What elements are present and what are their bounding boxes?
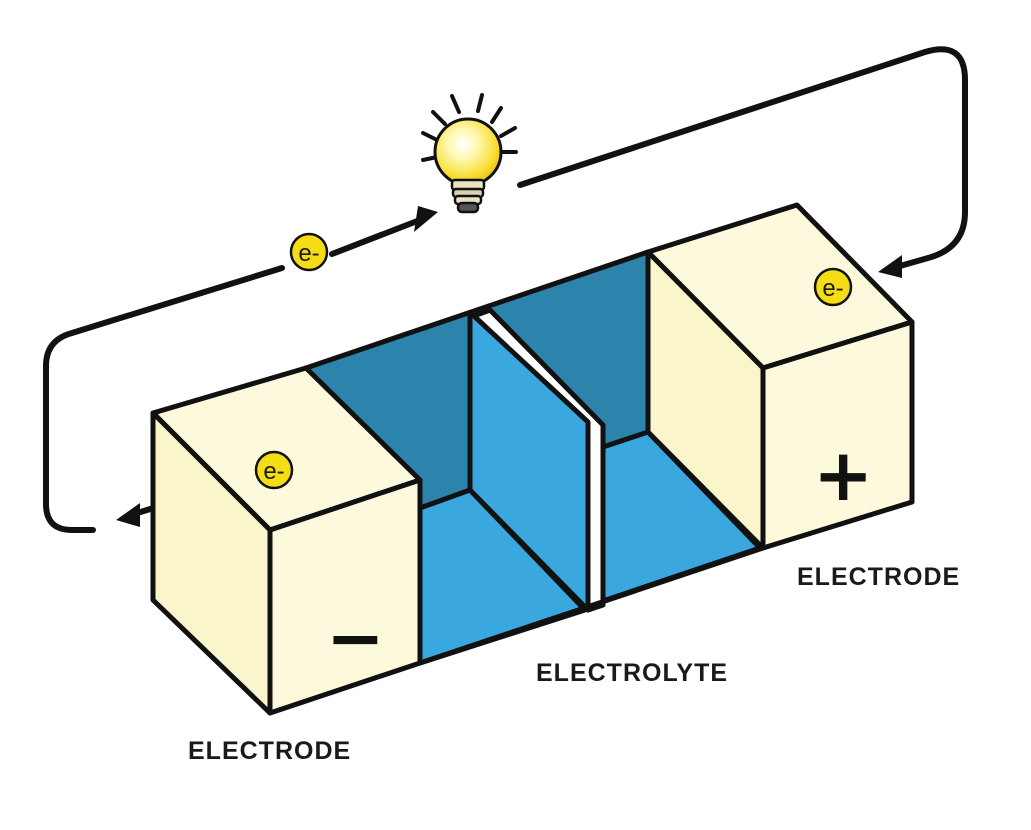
electron-badge-icon: e- <box>254 450 294 490</box>
battery-cell <box>150 202 915 716</box>
positive-sign: + <box>813 433 873 517</box>
light-bulb-icon <box>421 93 518 214</box>
arrow-head-icon <box>414 206 438 232</box>
separator-edge <box>471 307 606 613</box>
bulb-base <box>450 178 486 214</box>
electron-badge-icon: e- <box>813 267 853 307</box>
electron-label: e- <box>298 240 319 267</box>
label-electrolyte: ELECTROLYTE <box>536 659 728 687</box>
arrow-heads <box>116 206 902 527</box>
electrolyte-front-edge <box>419 545 764 666</box>
negative-sign: − <box>326 597 385 679</box>
label-electrode-left: ELECTRODE <box>188 737 351 765</box>
label-electrode-right: ELECTRODE <box>797 563 960 591</box>
wire-left-segment <box>43 265 285 533</box>
electron-label: e- <box>263 458 284 485</box>
wire-to-bulb-segment <box>329 215 428 257</box>
electron-label: e- <box>822 275 843 302</box>
arrow-head-icon <box>878 255 902 278</box>
electron-badge-icon: e- <box>289 232 329 272</box>
arrow-head-icon <box>116 503 140 527</box>
wire-right-segment <box>517 46 968 269</box>
bulb-glass <box>433 117 503 187</box>
right-electrode-front <box>760 319 915 551</box>
